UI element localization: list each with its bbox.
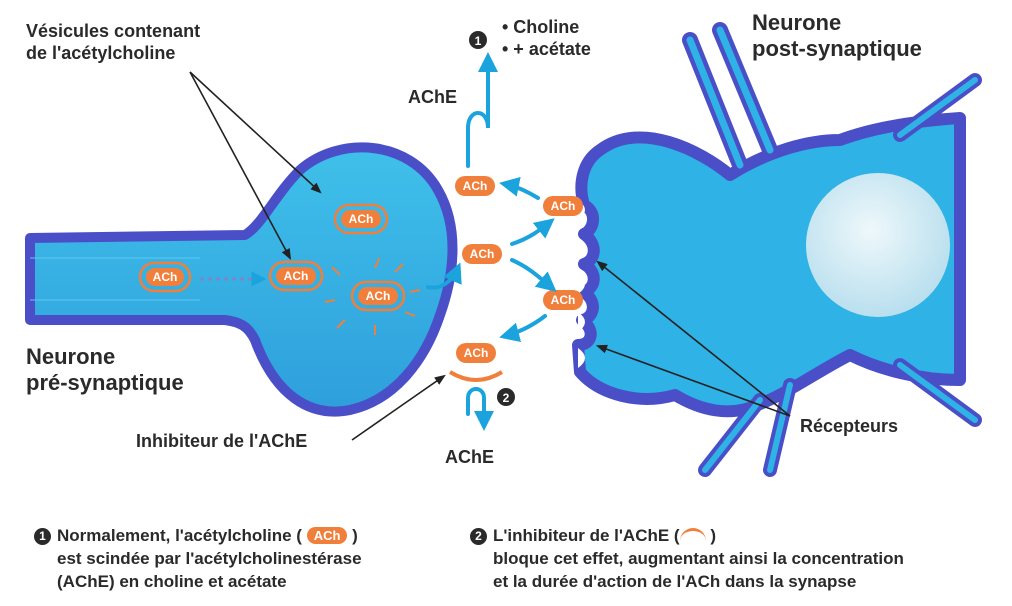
pre-synaptic-label: Neurone pré-synaptique	[26, 344, 184, 396]
post-synaptic-label: Neurone post-synaptique	[752, 10, 922, 62]
products-label: • Choline • + acétate	[502, 16, 591, 60]
caption-1-marker: 1	[34, 528, 51, 545]
cleft-ach-5: ACh	[464, 346, 489, 360]
ache-top-label: AChE	[408, 86, 457, 108]
cleft-ach-4: ACh	[551, 293, 576, 307]
vesicles-label: Vésicules contenant de l'acétylcholine	[26, 20, 200, 64]
svg-text:1: 1	[475, 34, 482, 48]
cleft-ach-1: ACh	[463, 179, 488, 193]
vesicle-ach-1: ACh	[153, 270, 178, 284]
vesicle-ach-4: ACh	[366, 289, 391, 303]
vesicle-ach-3: ACh	[349, 212, 374, 226]
svg-text:2: 2	[503, 391, 510, 405]
caption-2-marker: 2	[470, 528, 487, 545]
receptors-label: Récepteurs	[800, 415, 898, 437]
ache-bottom-label: AChE	[445, 446, 494, 468]
cell-nucleus	[806, 173, 950, 317]
cleft-ach-2: ACh	[470, 247, 495, 261]
post-synaptic-neuron	[578, 30, 975, 470]
cleft-ach-3: ACh	[551, 199, 576, 213]
vesicle-ach-2: ACh	[284, 269, 309, 283]
inhibitor-shape	[450, 372, 502, 380]
inhibitor-label: Inhibiteur de l'AChE	[136, 430, 307, 452]
inhibitor-glyph	[680, 528, 706, 541]
ach-pill: ACh	[307, 527, 348, 544]
